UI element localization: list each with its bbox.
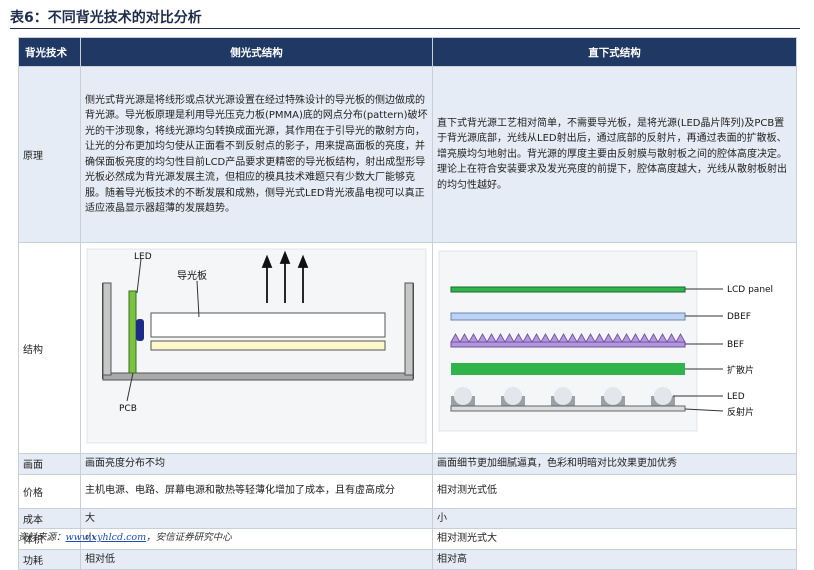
side-lit-diagram-cell: LED 导光板 PCB (80, 242, 433, 454)
header-direct-lit: 直下式结构 (432, 37, 797, 67)
label-bef: BEF (727, 340, 744, 350)
source-note: 资料来源：www.xyhlcd.com，安信证券研究中心 (18, 530, 718, 546)
light-arrows (261, 250, 309, 303)
row-label-cost: 成本 (18, 507, 81, 529)
picture-direct: 画面细节更加细腻逼真，色彩和明暗对比效果更加优秀 (432, 453, 797, 475)
light-guide-plate (150, 312, 386, 338)
cost-side: 大 (80, 507, 433, 529)
picture-side: 画面亮度分布不均 (80, 453, 433, 475)
led-element (136, 319, 144, 341)
table-row: 成本 大 小 (18, 507, 797, 529)
reflector-sheet (150, 340, 386, 351)
cost-direct: 小 (432, 507, 797, 529)
pcb-board (128, 290, 137, 374)
row-label-structure: 结构 (18, 242, 81, 454)
label-light-guide: 导光板 (177, 269, 207, 282)
table-row: 功耗 相对低 相对高 (18, 548, 797, 570)
header-backlight-tech: 背光技术 (18, 37, 81, 67)
power-side: 相对低 (80, 548, 433, 570)
diffuser-layer (451, 363, 685, 375)
label-reflector: 反射片 (727, 406, 754, 418)
price-side: 主机电源、电路、屏幕电源和散热等轻薄化增加了成本，且有虚高成分 (80, 473, 433, 509)
source-prefix: 资料来源： (18, 532, 66, 543)
table-header-row: 背光技术 侧光式结构 直下式结构 (18, 37, 797, 67)
label-diffuser: 扩散片 (727, 364, 754, 376)
led-array (451, 387, 675, 406)
row-principle: 原理 侧光式背光源是将线形或点状光源设置在经过特殊设计的导光板的侧边做成的背光源… (18, 66, 797, 243)
table-row: 价格 主机电源、电路、屏幕电源和散热等轻薄化增加了成本，且有虚高成分 相对测光式… (18, 473, 797, 509)
source-link[interactable]: www.xyhlcd.com (65, 532, 147, 543)
comparison-table: 背光技术 侧光式结构 直下式结构 原理 侧光式背光源是将线形或点状光源设置在经过… (18, 37, 797, 570)
direct-lit-diagram: LCD panel DBEF BEF 扩散片 LED 反射片 (438, 250, 773, 432)
label-led: LED (134, 252, 152, 262)
side-lit-diagram: LED 导光板 PCB (86, 248, 427, 444)
table-row: 画面 画面亮度分布不均 画面细节更加细腻逼真，色彩和明暗对比效果更加优秀 (18, 453, 797, 475)
header-side-lit: 侧光式结构 (80, 37, 433, 67)
price-direct: 相对测光式低 (432, 473, 797, 509)
table-row: 体积 小 相对测光式大 (18, 528, 797, 550)
principle-direct-text: 直下式背光源工艺相对简单，不需要导光板，是将光源(LED晶片阵列)及PCB置于背… (432, 66, 797, 243)
direct-lit-diagram-cell: LCD panel DBEF BEF 扩散片 LED 反射片 (432, 242, 797, 454)
table-caption: 表6：不同背光技术的对比分析 (10, 7, 800, 29)
dbef-layer (450, 312, 686, 321)
label-led-direct: LED (727, 392, 745, 402)
principle-side-text: 侧光式背光源是将线形或点状光源设置在经过特殊设计的导光板的侧边做成的背光源。导光… (80, 66, 433, 243)
reflector-layer (450, 405, 686, 412)
label-dbef: DBEF (727, 312, 751, 322)
power-direct: 相对高 (432, 548, 797, 570)
source-suffix: ，安信证券研究中心 (146, 532, 232, 543)
label-lcd-panel: LCD panel (727, 285, 773, 295)
label-pcb: PCB (119, 404, 137, 414)
row-label-power: 功耗 (18, 548, 81, 570)
row-label-principle: 原理 (18, 66, 81, 243)
row-label-picture: 画面 (18, 453, 81, 475)
row-structure: 结构 (18, 242, 797, 454)
lcd-panel-layer (450, 286, 686, 293)
row-label-price: 价格 (18, 473, 81, 509)
